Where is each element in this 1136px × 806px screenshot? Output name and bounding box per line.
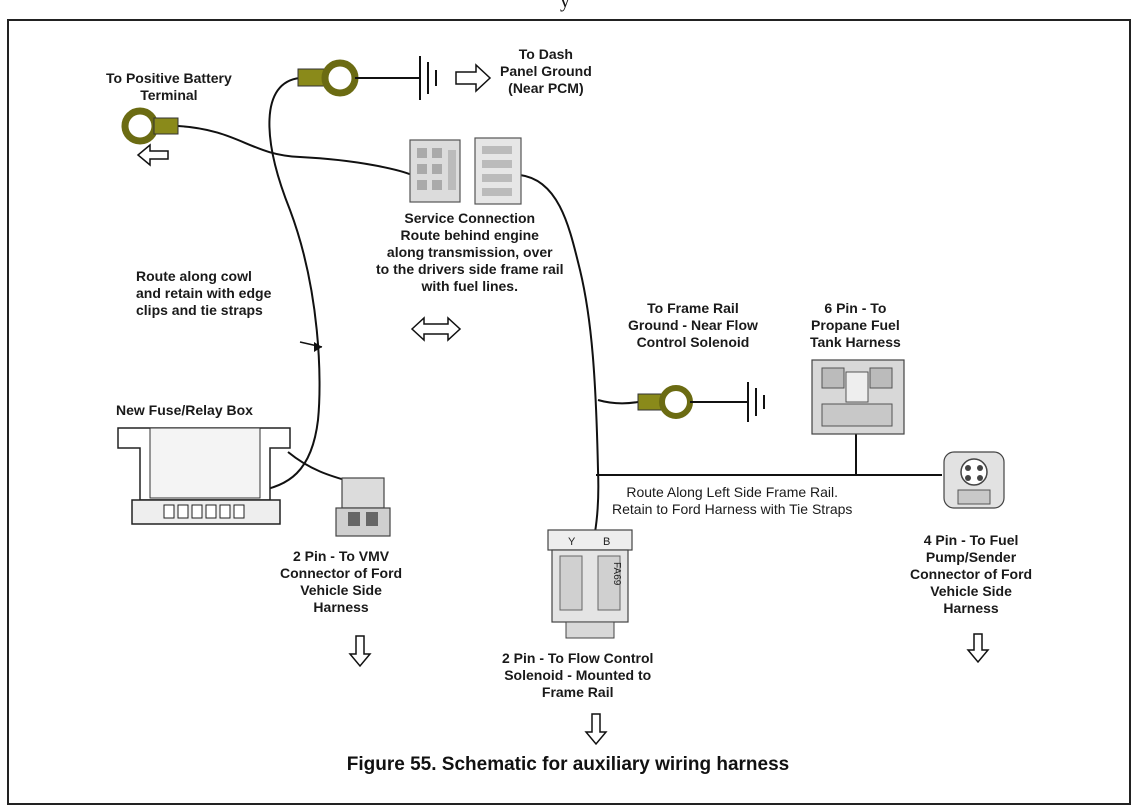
label-frame-rail-ground: To Frame Rail Ground - Near Flow Control… — [628, 300, 758, 350]
battery-ring-terminal — [121, 107, 179, 145]
four-pin-connector — [943, 451, 1005, 509]
dash-ground-ring-terminal — [297, 59, 420, 97]
label-dash-ground: To Dash Panel Ground (Near PCM) — [500, 46, 592, 96]
dash-ground-symbol — [419, 56, 437, 100]
flow-control-connector: Y B FA69 — [547, 529, 633, 639]
battery-arrow-icon — [136, 143, 169, 167]
label-route-left-rail: Route Along Left Side Frame Rail. Retain… — [612, 484, 853, 517]
six-pin-connector — [811, 359, 905, 435]
service-connector-female — [474, 137, 522, 205]
battery-wire — [177, 125, 413, 176]
fuel-pump-down-arrow-icon — [966, 633, 990, 664]
frame-rail-ring-terminal — [637, 385, 748, 419]
flow-mark-fa69: FA69 — [611, 562, 622, 586]
flow-mark-b: B — [603, 536, 610, 548]
cowl-pointer-arrow-icon — [299, 341, 323, 352]
dash-arrow-icon — [455, 63, 492, 93]
fuse-relay-box — [117, 427, 291, 525]
vmv-down-arrow-icon — [348, 635, 372, 668]
frame-ground-symbol — [747, 382, 765, 422]
label-six-pin: 6 Pin - To Propane Fuel Tank Harness — [810, 300, 901, 350]
label-service-connection: Service Connection Route behind engine a… — [376, 210, 564, 294]
service-run-wire — [519, 174, 600, 561]
vmv-two-pin-connector — [335, 477, 391, 537]
service-connector-male — [409, 139, 461, 203]
label-two-pin-vmv: 2 Pin - To VMV Connector of Ford Vehicle… — [280, 548, 403, 615]
label-two-pin-flow: 2 Pin - To Flow Control Solenoid - Mount… — [502, 650, 654, 700]
flow-down-arrow-icon — [584, 713, 608, 746]
frame-ground-wire — [597, 399, 639, 405]
service-double-arrow-icon — [410, 316, 462, 342]
figure-caption: Figure 55. Schematic for auxiliary wirin… — [346, 754, 790, 775]
label-route-cowl: Route along cowl and retain with edge cl… — [136, 268, 272, 318]
header-fragment: y — [560, 0, 570, 12]
harness-wires — [177, 77, 942, 561]
label-positive-battery: To Positive Battery Terminal — [106, 70, 232, 103]
label-four-pin: 4 Pin - To Fuel Pump/Sender Connector of… — [910, 532, 1033, 616]
flow-mark-y: Y — [568, 536, 576, 548]
label-fuse-box: New Fuse/Relay Box — [116, 402, 253, 418]
ground-trunk-wire — [249, 77, 321, 493]
figure-border — [7, 19, 1131, 805]
